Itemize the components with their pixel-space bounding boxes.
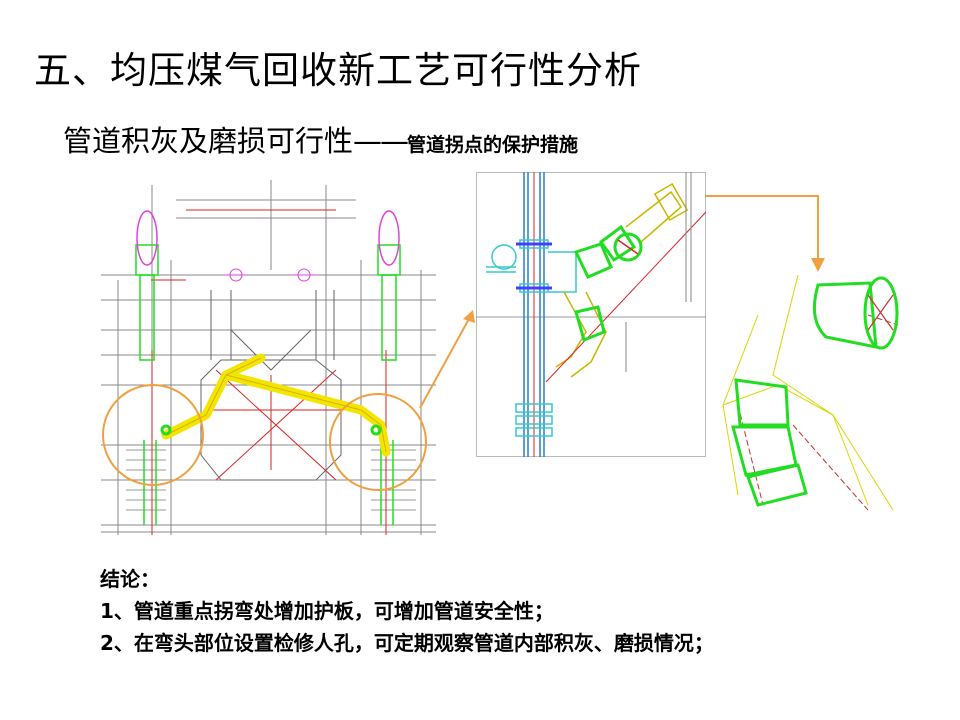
subtitle-main: 管道积灰及磨损可行性: [63, 124, 354, 158]
slide-subtitle: 管道积灰及磨损可行性——管道拐点的保护措施: [63, 118, 578, 160]
elbow-manhole-drawing: [722, 274, 899, 511]
conclusion-block: 结论： 1、管道重点拐弯处增加护板，可增加管道安全性； 2、在弯头部位设置检修人…: [100, 563, 714, 659]
pipeline-overview-drawing: [101, 180, 436, 535]
slide-title: 五、均压煤气回收新工艺可行性分析: [34, 49, 642, 92]
pipe-bend-detail-drawing: [476, 172, 706, 457]
callout-arrow-1: [419, 310, 475, 409]
conclusion-heading: 结论：: [100, 567, 160, 591]
subtitle-sub: 管道拐点的保护措施: [407, 134, 579, 156]
callout-arrow-2: [705, 195, 825, 272]
conclusion-item-2: 2、在弯头部位设置检修人孔，可定期观察管道内部积灰、磨损情况；: [100, 631, 714, 655]
subtitle-dash: ——: [353, 124, 409, 158]
conclusion-item-1: 1、管道重点拐弯处增加护板，可增加管道安全性；: [100, 599, 554, 623]
